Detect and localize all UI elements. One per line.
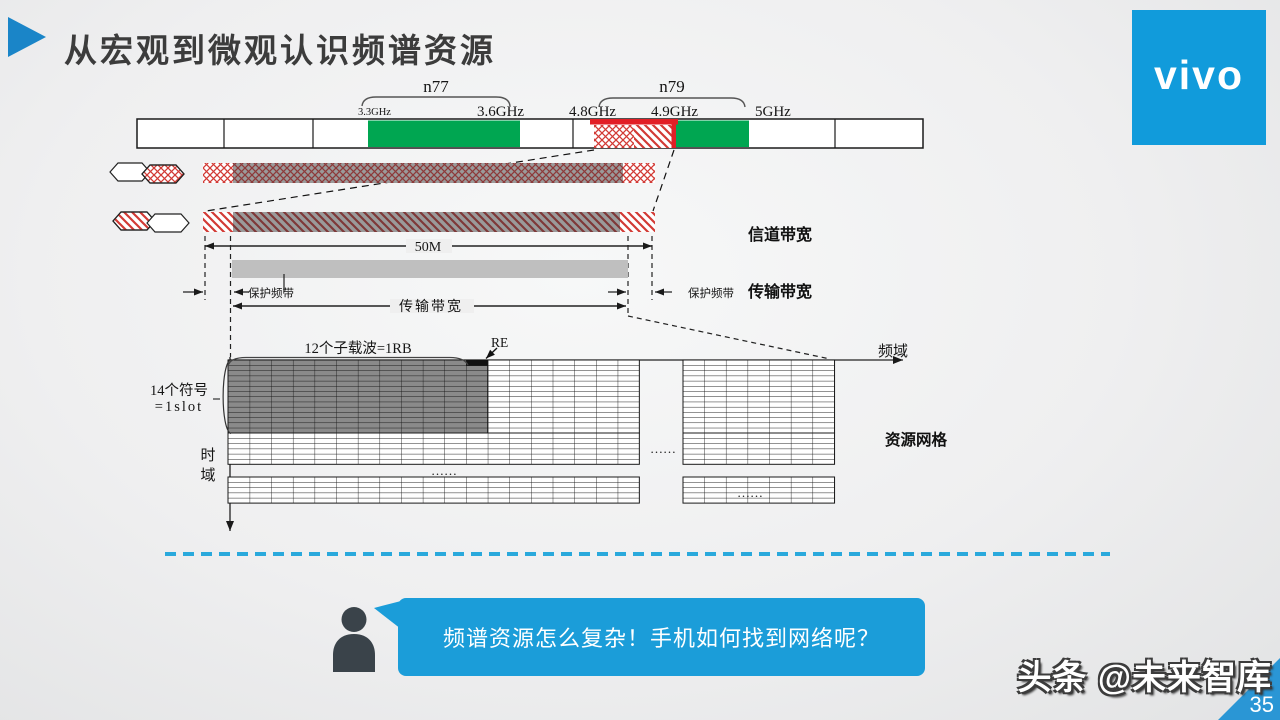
total-width-label: 50M [415,240,442,255]
corner-triangle [1218,658,1280,720]
speech-bubble: 频谱资源怎么复杂！手机如何找到网络呢？ [398,598,925,676]
time-axis-label-1: 时 [200,447,215,464]
channel-bandwidth-label: 信道带宽 [748,225,812,244]
vivo-logo: vivo [1132,10,1266,145]
bar-cell-dividers [223,119,836,148]
band-label-n79: n79 [659,77,685,96]
highlighted-red-band [590,119,678,148]
n77-brace [361,96,511,107]
guard-band-arrows: 保护频带 保护频带 [183,274,734,300]
symbols-label-line1: 14个符号 [150,382,208,399]
n79-brace [598,97,746,108]
symbols-label-line2: =1slot [155,399,203,415]
band-n79-green-segment [675,120,749,147]
guard-band-label-left: 保护频带 [248,286,294,300]
grid-blocks-white [227,359,836,504]
freq-label-4-8ghz: 4.8GHz [569,104,616,120]
transmission-dim-label: 传输带宽 [399,298,463,315]
page-title: 从宏观到微观认识频谱资源 [64,32,496,69]
transmission-dimension: 传输带宽 [233,298,626,315]
freq-label-5ghz: 5GHz [755,104,791,120]
resource-element-cell [466,360,488,366]
speech-bubble-tail [374,601,401,629]
re-label: RE [491,335,508,350]
total-width-dimension: 50M [205,239,652,255]
ellipsis-bottom-right: …… [737,485,763,500]
rb-label: 12个子载波=1RB [304,340,411,357]
title-marker-triangle-icon [8,17,46,57]
ellipsis-mid: …… [650,441,676,456]
time-axis-label-2: 域 [200,467,215,484]
freq-label-3-6ghz: 3.6GHz [477,104,524,120]
freq-label-4-9ghz: 4.9GHz [651,104,698,120]
dashed-divider [165,552,1110,556]
grid-title: 资源网格 [885,430,948,449]
macro-spectrum-bar: n77 n79 3.3GHz 3.6GHz 4.8GHz 4.9GHz 5GHz [136,77,924,149]
guard-band-label-right: 保护频带 [688,286,734,300]
transmission-bandwidth-label: 传输带宽 [747,282,812,301]
band-label-n77: n77 [423,77,449,96]
hexagon-white-2 [146,213,190,233]
resource-grid: 12个子载波=1RB RE 14个符号 =1slot 时 域 频域 资源网格 …… [150,335,948,531]
transmission-gray-bar [232,260,628,278]
ellipsis-bottom-main: …… [431,463,457,478]
person-icon [330,604,378,672]
freq-label-3-3ghz: 3.3GHz [358,107,391,118]
resource-block-gray [227,359,489,434]
hexagon-markers [109,162,190,233]
watermark: 头条 @未来智库 [1017,659,1272,697]
rb-top-brace [227,356,469,367]
page-number: 35 [1249,692,1274,717]
dimension-dashed-guides [204,236,831,360]
hexagon-crosshatch [141,164,185,184]
band-n77-green-segment [368,120,520,147]
frequency-axis-label: 频域 [878,343,908,360]
channel-bandwidth-bar [203,163,655,183]
slot-left-brace [222,358,232,435]
occupied-bandwidth-bar [203,212,655,232]
